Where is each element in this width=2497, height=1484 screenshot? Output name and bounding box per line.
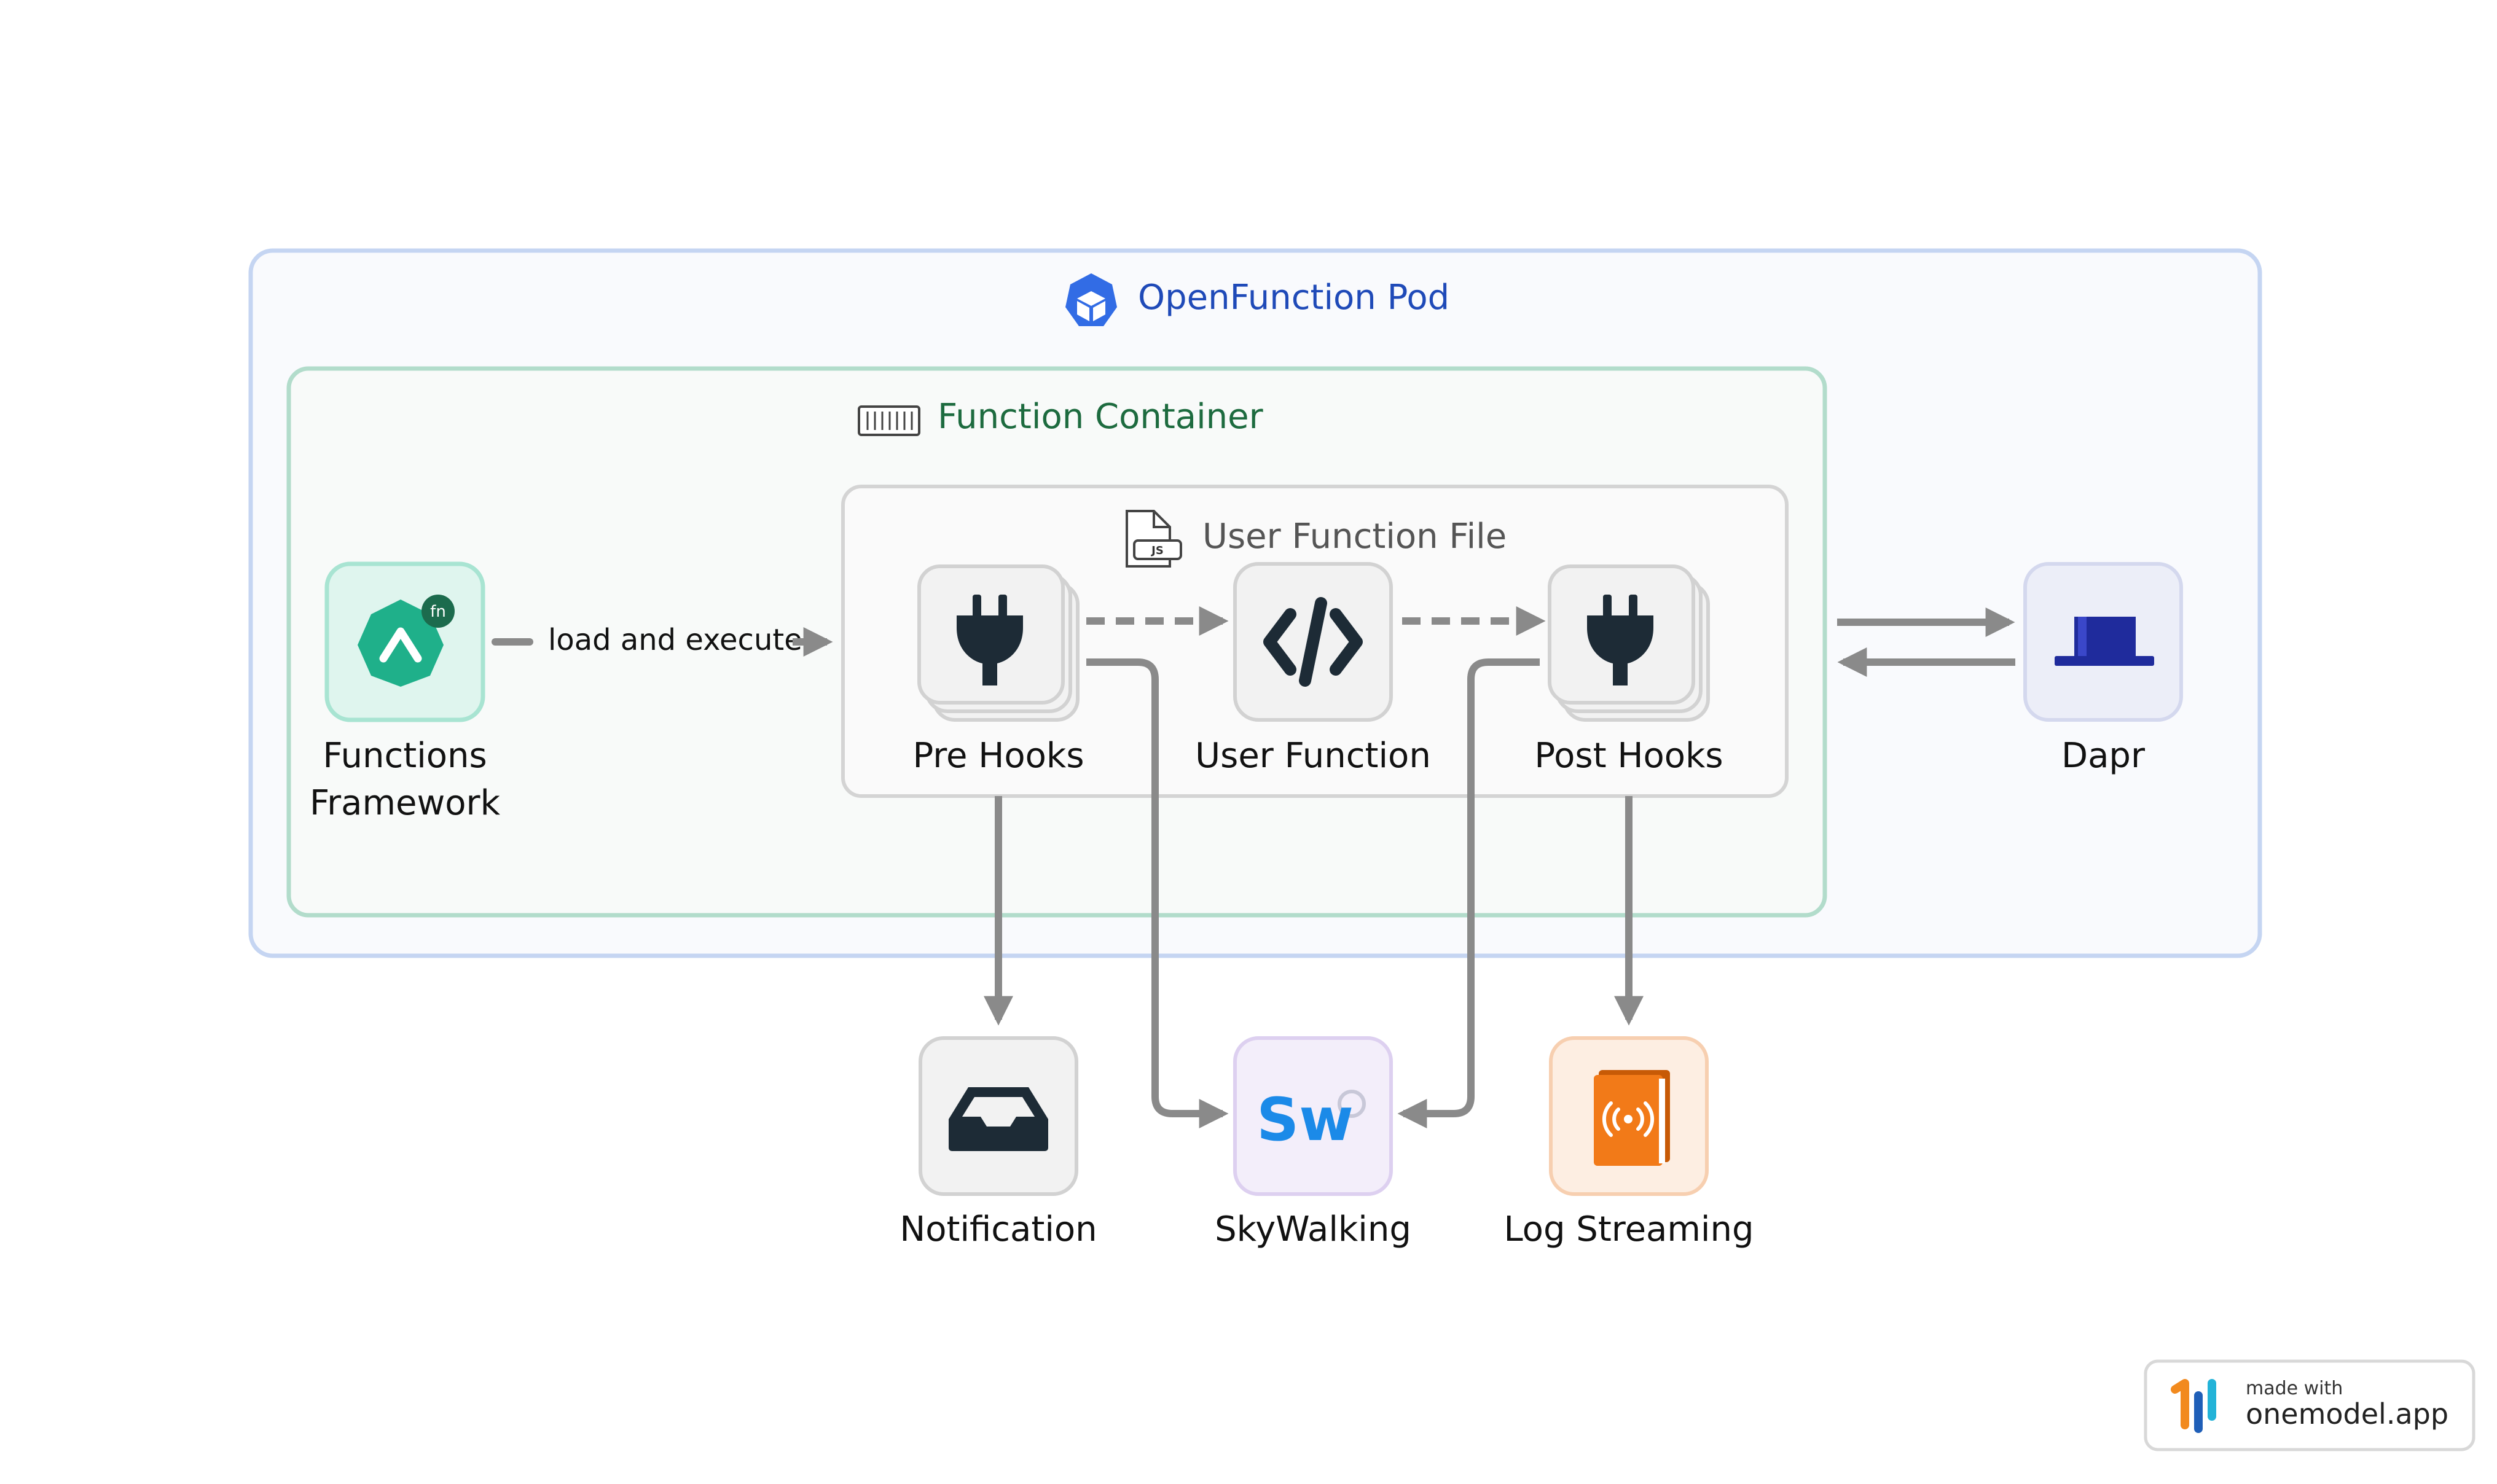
skywalking-node[interactable]: Sw: [1233, 1036, 1393, 1196]
user-function-file-title: User Function File: [1202, 517, 1507, 556]
functions-framework-node[interactable]: fn: [324, 561, 485, 722]
inbox-icon: [949, 1087, 1048, 1151]
edge-post-hooks-to-skywalking: [1397, 658, 1540, 1128]
dapr-node[interactable]: [2023, 562, 2183, 722]
edge-pre-hooks-to-skywalking: [1086, 658, 1229, 1128]
plug-icon: [957, 595, 1023, 685]
log-streaming-label: Log Streaming: [1503, 1209, 1754, 1249]
watermark-line1: made with: [2246, 1378, 2343, 1399]
skywalking-logo-text: Sw: [1256, 1085, 1354, 1154]
pre-hooks-node[interactable]: [917, 564, 1080, 722]
functions-framework-label-2: Framework: [310, 783, 501, 823]
pre-hooks-label: Pre Hooks: [912, 736, 1084, 776]
functions-framework-label: Functions: [323, 736, 487, 776]
kubernetes-pod-icon: [1065, 273, 1117, 326]
notification-label: Notification: [900, 1209, 1097, 1249]
pod-title: OpenFunction Pod: [1138, 278, 1449, 318]
dapr-hat-icon: [2055, 617, 2154, 666]
framework-badge: fn: [430, 603, 446, 621]
made-with-onemodel-badge[interactable]: made with onemodel.app: [2144, 1359, 2475, 1451]
container-icon: [858, 405, 920, 436]
user-function-node[interactable]: [1233, 562, 1393, 722]
watermark-line2: onemodel.app: [2246, 1397, 2448, 1431]
post-hooks-label: Post Hooks: [1534, 736, 1723, 776]
function-container-title: Function Container: [938, 397, 1264, 437]
log-book-icon: [1594, 1070, 1670, 1166]
onemodel-logo-icon: [2171, 1379, 2216, 1433]
post-hooks-node[interactable]: [1548, 564, 1710, 722]
plug-icon: [1587, 595, 1653, 685]
openfunction-logo-icon: fn: [358, 595, 455, 687]
js-file-icon-text: JS: [1150, 544, 1164, 557]
edge-label-load-execute: load and execute: [548, 623, 802, 657]
user-function-label: User Function: [1195, 736, 1431, 776]
log-streaming-node[interactable]: [1549, 1036, 1709, 1196]
skywalking-logo-icon: Sw: [1256, 1085, 1366, 1154]
notification-node[interactable]: [919, 1036, 1078, 1196]
skywalking-label: SkyWalking: [1215, 1209, 1411, 1249]
code-icon: [1263, 597, 1363, 687]
dapr-label: Dapr: [2061, 736, 2146, 776]
js-file-icon: JS: [1126, 510, 1182, 568]
